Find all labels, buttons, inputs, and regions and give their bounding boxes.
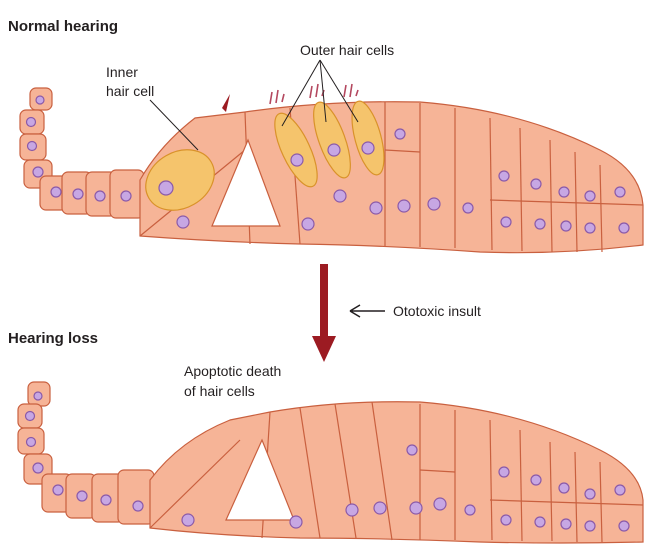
label-outer-hair-cells: Outer hair cells	[300, 42, 394, 58]
pointer-arrow-icon	[350, 305, 385, 317]
label-ototoxic-insult: Ototoxic insult	[393, 303, 481, 319]
heading-hearing-loss: Hearing loss	[8, 330, 98, 347]
label-inner-hair-cell-2: hair cell	[106, 83, 154, 99]
inner-hair-bundle-icon	[222, 94, 230, 112]
ototoxic-arrow	[312, 264, 336, 362]
label-apoptotic-2: of hair cells	[184, 383, 255, 399]
label-apoptotic-1: Apoptotic death	[184, 363, 281, 379]
heading-normal-hearing: Normal hearing	[8, 18, 118, 35]
damaged-organ-of-corti	[18, 382, 643, 543]
label-inner-hair-cell-1: Inner	[106, 64, 138, 80]
